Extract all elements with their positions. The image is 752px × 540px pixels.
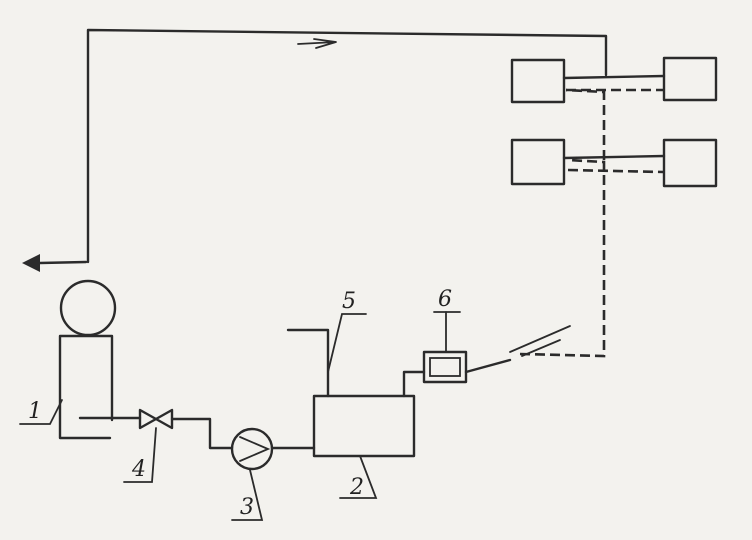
leader-4 — [123, 427, 157, 483]
filter-core — [429, 357, 461, 377]
exhaust-arrow-icon — [22, 254, 40, 272]
leader-3 — [231, 469, 264, 521]
pressure-line-upper — [565, 88, 606, 160]
flow-arrow-icon — [297, 38, 337, 49]
return-line — [86, 28, 608, 264]
tank-body — [58, 334, 114, 440]
reservoir-to-filter-line — [402, 370, 426, 398]
consumer-top-right — [662, 56, 718, 102]
label-1: 1 — [28, 399, 42, 424]
leader-2 — [339, 455, 378, 499]
consumer-bottom-left — [510, 138, 566, 186]
exhaust-line — [38, 260, 88, 265]
label-5: 5 — [342, 289, 356, 314]
axle-top — [562, 74, 666, 80]
leader-1 — [19, 399, 63, 425]
reservoir-box — [312, 394, 416, 458]
pump-triangle — [239, 436, 271, 462]
axle-bottom-dashed — [567, 168, 665, 174]
label-2: 2 — [349, 475, 364, 500]
filter-outlet-line — [464, 358, 512, 374]
pressure-line-lower — [519, 158, 606, 358]
valve-to-pump-line — [170, 417, 234, 450]
label-3: 3 — [240, 495, 254, 520]
axle-bottom — [562, 154, 666, 160]
label-4: 4 — [131, 457, 146, 482]
leader-5 — [327, 313, 367, 373]
label-6: 6 — [438, 287, 452, 312]
filter-box — [422, 350, 468, 384]
consumer-top-left — [510, 58, 566, 104]
branch-pipe — [286, 328, 330, 398]
consumer-bottom-right — [662, 138, 718, 188]
